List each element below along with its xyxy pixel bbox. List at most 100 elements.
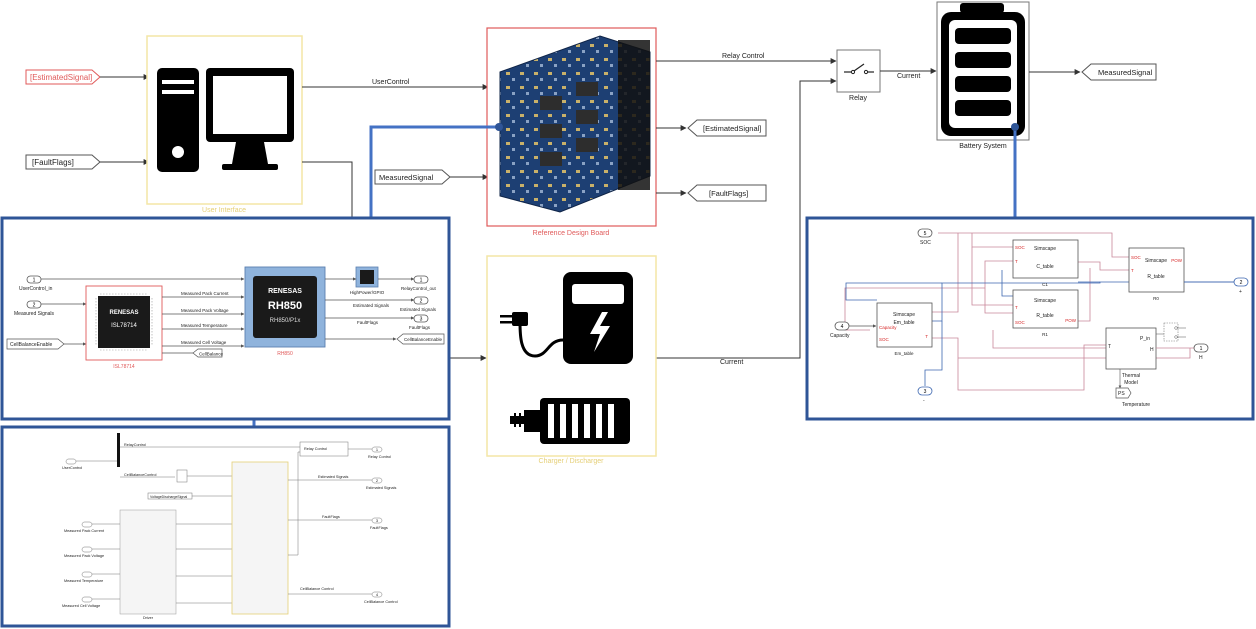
sig1-label: Measured Pack Current	[181, 291, 229, 296]
measured-signal-tag-text: MeasuredSignal	[379, 173, 434, 182]
isl-caption: ISL78714	[113, 364, 135, 370]
temp-label: Temperature	[1122, 402, 1150, 408]
computer-icon	[157, 68, 294, 172]
r1-name: R_table	[1036, 313, 1053, 319]
rh-inport-temperature[interactable]: Measured Temperature	[64, 571, 103, 583]
rh-outport-faultflags[interactable]: 3 FaultFlags	[370, 517, 388, 530]
c1-title: Simscape	[1034, 246, 1056, 252]
battery-zoom-wires-blue	[845, 270, 1238, 386]
soc-port-number: 5	[924, 231, 927, 237]
highpower-gpio-block[interactable]: HighPower/GPIO	[350, 266, 385, 295]
faultflags-from-tag[interactable]: [FaultFlags]	[25, 154, 101, 170]
pcb-board-image	[499, 35, 651, 213]
outport-relaycontrol[interactable]: 1 RelayControl_out	[401, 275, 437, 291]
rh-outport-cellbalance[interactable]: 4 CellBalance Control	[364, 591, 398, 604]
r1-title: Simscape	[1034, 298, 1056, 304]
em-pin-capacity: Capacity	[879, 325, 897, 330]
thermal-pin-t: T	[1108, 344, 1111, 350]
r1-pin-t: T	[1015, 305, 1018, 310]
c1-caption: C1	[1042, 282, 1048, 287]
charger-label: Charger / Discharger	[539, 458, 605, 465]
rh-i5-label: Measured Cell Voltage	[62, 604, 100, 608]
charger-discharger-block[interactable]: Charger / Discharger	[486, 255, 657, 465]
measured-signal-goto-text: MeasuredSignal	[1098, 68, 1153, 77]
ev-charger-icon	[500, 272, 633, 364]
soc-port-label: SOC	[920, 240, 931, 246]
voltage-discharge-from[interactable]: VoltageDischargeSignal	[147, 492, 193, 500]
em-pin-t: T	[925, 334, 928, 339]
rh-o2-num: 2	[376, 479, 378, 483]
h-port-label: H	[1199, 355, 1203, 361]
cellbalance-enable-goto[interactable]: CellBalanceEnable	[396, 333, 445, 345]
charger-current-label: Current	[720, 359, 743, 366]
rh-outport-estimated[interactable]: 2 Estimated Signals	[366, 477, 396, 490]
temp-ps-text: PS	[1118, 391, 1125, 397]
outport-faultflags[interactable]: 3 FaultFlags	[409, 314, 431, 330]
temperature-ps-block[interactable]: PS Temperature	[1115, 387, 1150, 408]
outport-estimated[interactable]: 2 Estimated Signals	[400, 296, 437, 312]
reference-board-label: Reference Design Board	[533, 230, 610, 237]
estimated-signal-goto-tag[interactable]: [EstimatedSignal]	[687, 119, 767, 137]
h-outport[interactable]: 1 H	[1193, 343, 1209, 361]
thermal-model-block[interactable]: P_in T H Thermal Model	[1105, 327, 1157, 386]
isl78714-block[interactable]: RENESAS ISL78714 ISL78714	[85, 285, 163, 370]
negative-port[interactable]: 3 -	[917, 386, 933, 404]
battery-zoom-wires-pink	[844, 232, 1191, 391]
outport-1-label: RelayControl_out	[401, 286, 437, 291]
r0-pin-pow: POW	[1171, 258, 1183, 263]
measured-signal-from-tag[interactable]: MeasuredSignal	[374, 169, 451, 185]
reference-design-board-block[interactable]: Reference Design Board	[486, 27, 657, 237]
r0-pin-soc: SOC	[1131, 255, 1142, 260]
user-interface-label: User Interface	[202, 207, 246, 214]
cellbalance-in-text: CellBalanceEnable	[10, 342, 52, 348]
thermal-pin-h: H	[1150, 347, 1154, 353]
soc-inport[interactable]: 5 SOC	[917, 228, 933, 246]
inport-1-number: 1	[33, 278, 36, 284]
zoom-connector-board	[369, 125, 499, 218]
rh-inport-pack-voltage[interactable]: Measured Pack Voltage	[64, 546, 104, 558]
thermal-caption-2: Model	[1124, 380, 1138, 386]
measured-signal-goto-tag[interactable]: MeasuredSignal	[1081, 63, 1157, 81]
cellbalance-enable-from[interactable]: CellBalanceEnable	[6, 338, 65, 350]
relay-control-signal-label: Relay Control	[722, 53, 765, 60]
rh850-chip-icon: RENESAS RH850 RH850/P1x	[253, 276, 317, 338]
rh-inport-usercontrol[interactable]: UserControl	[62, 458, 82, 470]
rh-inport-cell-voltage[interactable]: Measured Cell Voltage	[62, 596, 100, 608]
driver-subsystem[interactable]: Driver	[119, 509, 177, 620]
r1-caption: R1	[1042, 332, 1048, 337]
relay-block[interactable]: Relay	[836, 49, 881, 102]
faultflags-goto-text: [FaultFlags]	[709, 189, 748, 198]
r0-name: R_table	[1147, 274, 1164, 280]
rh-cellbal-b-label: CellBalance Control	[300, 587, 334, 591]
rh-inport-pack-current[interactable]: Measured Pack Current	[64, 521, 105, 533]
cellbalance-goto-tag[interactable]: CellBalance	[192, 348, 224, 358]
rh-outport-relay[interactable]: 1 Relay Control	[368, 446, 391, 459]
inport-measured-signals[interactable]: 2 Measured Signals	[14, 300, 55, 317]
isl-part-text: ISL78714	[111, 323, 137, 329]
c1-block[interactable]: Simscape C_table SOC T C1	[1012, 239, 1079, 287]
rh-i3-label: Measured Pack Voltage	[64, 554, 104, 558]
est-signals-label: Estimated Signals	[353, 303, 390, 308]
battery-system-block[interactable]: Battery System	[936, 1, 1030, 150]
r0-block[interactable]: Simscape R_table SOC T POW R0	[1128, 247, 1185, 301]
electric-motor-icon	[510, 398, 630, 444]
rh-o1-label: Relay Control	[368, 455, 391, 459]
rh850-block[interactable]: RENESAS RH850 RH850/P1x RH850	[244, 266, 326, 357]
rh-i2-label: Measured Pack Current	[64, 529, 105, 533]
r1-block[interactable]: Simscape R_table T SOC POW R1	[1012, 289, 1079, 337]
em-table-block[interactable]: Simscape Em_table Capacity SOC T Em_tabl…	[876, 302, 933, 356]
rh-i1-label: UserControl	[62, 466, 82, 470]
positive-outport[interactable]: 2 +	[1233, 277, 1249, 295]
converter-block[interactable]	[176, 469, 188, 483]
rh-o4-num: 4	[376, 593, 378, 597]
outport-3-number: 3	[420, 317, 423, 323]
inport-usercontrol[interactable]: 1 UserControl_in	[19, 275, 53, 292]
user-interface-block[interactable]: User Interface	[146, 35, 303, 214]
estimated-signal-from-tag[interactable]: [EstimatedSignal]	[25, 69, 101, 85]
rh-o3-num: 3	[376, 519, 378, 523]
estimated-signal-tag-text: [EstimatedSignal]	[30, 73, 92, 82]
outport-2-label: Estimated Signals	[400, 307, 437, 312]
controller-subsystem[interactable]	[231, 461, 289, 615]
faultflags-goto-tag[interactable]: [FaultFlags]	[687, 184, 767, 202]
